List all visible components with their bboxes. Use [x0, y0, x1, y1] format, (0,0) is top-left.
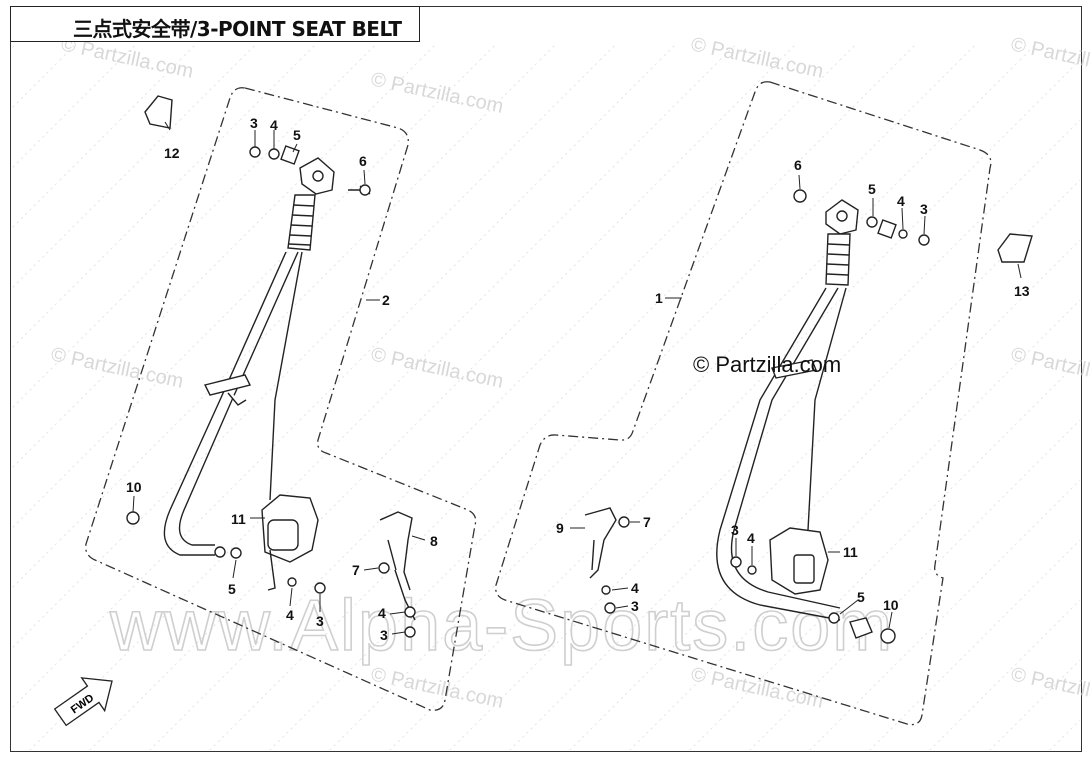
callout-9: 9: [556, 520, 564, 536]
callout-4: 4: [897, 193, 905, 209]
right-retractor-panel: [793, 554, 815, 584]
callout-labels: 3 4 5 6 2 12 10 11 5 4 3 7 8 4 3 1 6 5 4…: [126, 115, 1030, 643]
callout-5: 5: [228, 581, 236, 597]
right-bolt-7: [618, 516, 630, 528]
left-nut-3b: [314, 582, 326, 594]
left-retractor-bracket: [267, 549, 276, 591]
left-bellows: [287, 194, 316, 251]
callout-11: 11: [843, 544, 858, 560]
right-washer-4d: [601, 585, 611, 595]
callout-5: 5: [857, 589, 865, 605]
page-title: 三点式安全带/3-POINT SEAT BELT: [73, 17, 402, 41]
right-bolt-10: [880, 628, 896, 644]
callout-7: 7: [643, 514, 651, 530]
right-bellows: [825, 233, 851, 286]
callout-8: 8: [430, 533, 438, 549]
left-buckle-8: [379, 511, 413, 591]
callout-5: 5: [868, 181, 876, 197]
left-nut-3c: [404, 626, 416, 638]
left-retractor: [261, 494, 319, 563]
right-retractor: [769, 527, 829, 595]
callout-2: 2: [382, 292, 390, 308]
left-washer-5b: [230, 547, 242, 559]
left-washer-4c: [404, 606, 416, 618]
left-belt-webbing: [163, 251, 303, 556]
callout-3: 3: [920, 201, 928, 217]
callout-3: 3: [731, 522, 739, 538]
right-nut-3: [918, 234, 930, 246]
right-buckle-9: [584, 507, 617, 579]
fwd-arrow: FWD: [53, 677, 113, 727]
right-anchor-plate: [825, 199, 859, 235]
right-washer-4c: [747, 565, 757, 575]
title-box: 三点式安全带/3-POINT SEAT BELT: [10, 6, 420, 42]
callout-4: 4: [631, 580, 639, 596]
background-grid: [12, 44, 1080, 750]
callout-4: 4: [286, 607, 294, 623]
callout-3: 3: [316, 613, 324, 629]
trim-cover-13: [997, 233, 1033, 263]
right-nut-3b: [730, 556, 742, 568]
right-washer-4: [877, 219, 897, 239]
right-seat-belt-assembly: [584, 189, 1033, 644]
left-nut-3: [249, 146, 261, 158]
right-anchor-hole: [836, 210, 848, 222]
callout-6: 6: [794, 157, 802, 173]
callout-3: 3: [250, 115, 258, 131]
right-belt-guide: [771, 359, 817, 379]
trim-cover-12: [144, 95, 173, 129]
left-washer-4b: [287, 577, 297, 587]
callout-6: 6: [359, 153, 367, 169]
left-anchor-hole: [312, 170, 324, 182]
callout-10: 10: [126, 479, 142, 495]
left-washer-4: [268, 148, 280, 160]
left-spacer-5: [280, 145, 300, 165]
left-anchor-end: [214, 546, 226, 558]
callout-4: 4: [270, 117, 278, 133]
callout-10: 10: [883, 597, 899, 613]
left-assembly-outline: [85, 87, 477, 711]
left-bolt-10: [126, 511, 140, 525]
right-belt-webbing: [716, 287, 847, 621]
right-washer-4b: [898, 229, 908, 239]
callout-11: 11: [231, 511, 246, 527]
left-bolt-6-head: [359, 184, 371, 196]
left-belt-guide: [203, 374, 252, 406]
right-assembly-outline: [495, 81, 992, 726]
callout-13: 13: [1014, 283, 1030, 299]
callout-4: 4: [747, 530, 755, 546]
callout-12: 12: [164, 145, 180, 161]
left-bolt-7: [378, 562, 390, 574]
watermark-large: www.Alpha-Sports.com: [109, 586, 894, 666]
right-anchor-end: [849, 617, 873, 639]
callout-7: 7: [352, 562, 360, 578]
leader-lines: [132, 121, 1022, 635]
callout-5: 5: [293, 127, 301, 143]
left-retractor-spool: [267, 519, 299, 551]
left-anchor-plate: [299, 157, 335, 195]
copyright-mark: © Partzilla.com: [693, 352, 842, 377]
left-seat-belt-assembly: [126, 95, 416, 638]
right-spacer-5b: [828, 612, 840, 624]
right-nut-3c: [604, 602, 616, 614]
left-belt-webbing-2: [178, 251, 299, 546]
callout-1: 1: [655, 290, 663, 306]
callout-4: 4: [378, 605, 386, 621]
right-spacer-5: [866, 216, 878, 228]
callout-3: 3: [380, 627, 388, 643]
right-bolt-6: [793, 189, 807, 203]
callout-3: 3: [631, 598, 639, 614]
